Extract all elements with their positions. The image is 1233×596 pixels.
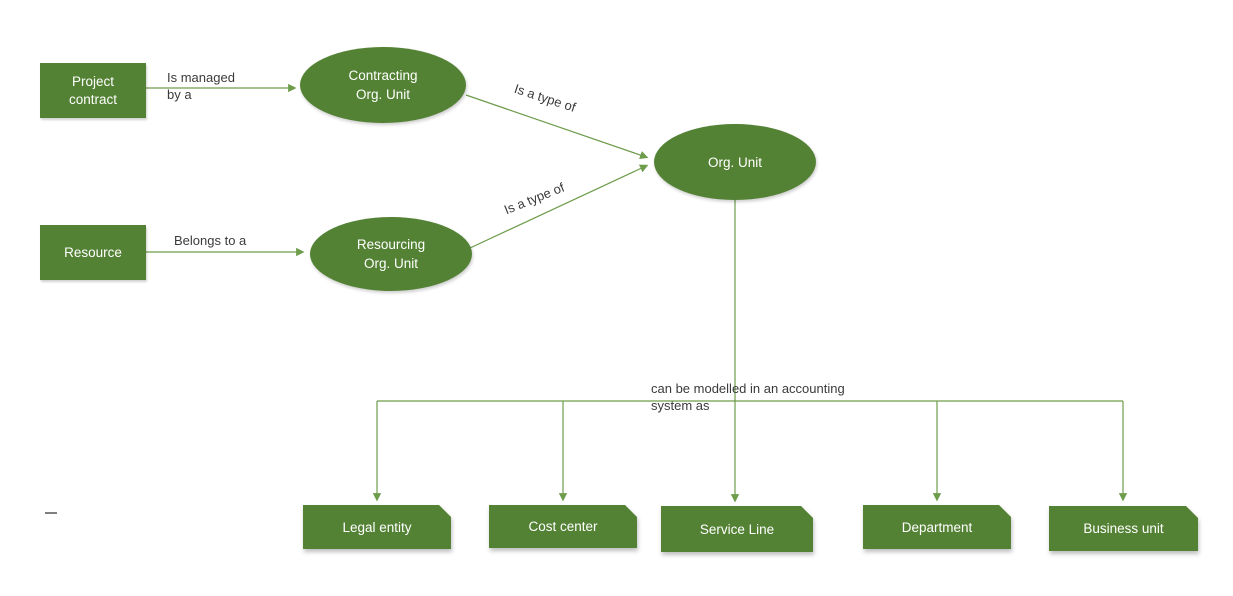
edge-belongs-to-label: Belongs to a <box>174 233 247 248</box>
edge-can-be-modelled-label: can be modelled in an accounting system … <box>651 381 845 413</box>
node-business-unit: Business unit <box>1049 506 1198 551</box>
stray-dash <box>45 512 57 514</box>
node-project-contract-label: Project contract <box>68 73 118 107</box>
node-service-line: Service Line <box>661 506 813 552</box>
node-legal-entity: Legal entity <box>303 505 451 549</box>
node-contracting-org-unit: Contracting Org. Unit <box>300 47 466 123</box>
node-org-unit: Org. Unit <box>654 124 816 200</box>
node-resourcing-org-unit-label: Resourcing Org. Unit <box>356 237 426 271</box>
node-service-line-label: Service Line <box>699 521 775 537</box>
edge-type-of-resourcing-line <box>469 164 649 249</box>
node-cost-center-label: Cost center <box>528 519 598 534</box>
edge-type-of-contracting-line <box>465 94 649 160</box>
node-department: Department <box>863 505 1011 549</box>
node-resourcing-org-unit: Resourcing Org. Unit <box>310 217 472 291</box>
node-cost-center: Cost center <box>489 505 637 548</box>
node-legal-entity-label: Legal entity <box>342 519 412 535</box>
edge-is-managed-by-label: Is managed by a <box>167 70 235 102</box>
node-contracting-org-unit-label: Contracting Org. Unit <box>348 68 418 102</box>
node-resource: Resource <box>40 225 146 280</box>
node-project-contract: Project contract <box>40 63 146 118</box>
node-org-unit-label: Org. Unit <box>707 154 762 170</box>
node-department-label: Department <box>901 519 973 535</box>
node-resource-label: Resource <box>64 244 122 260</box>
node-business-unit-label: Business unit <box>1083 521 1164 536</box>
